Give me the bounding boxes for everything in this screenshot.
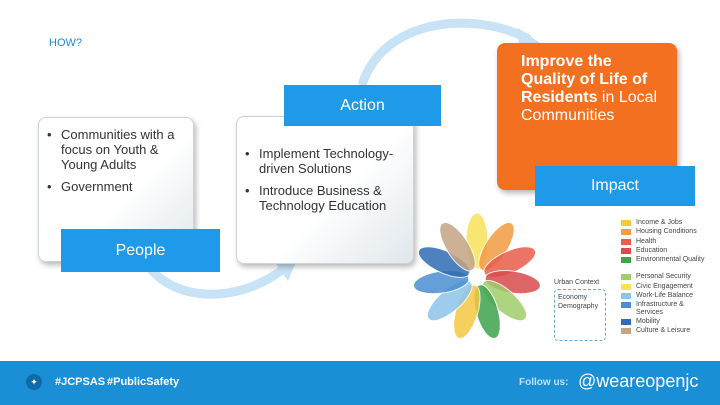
legend-item: Mobility bbox=[621, 318, 708, 328]
legend-label: Culture & Leisure bbox=[636, 327, 691, 335]
legend-label: Personal Security bbox=[636, 273, 691, 281]
impact-rest-text: in Local Communities bbox=[521, 89, 658, 124]
legend-item: Income & Jobs bbox=[621, 219, 708, 229]
legend-label: Income & Jobs bbox=[636, 219, 683, 226]
impact-bold-text: Improve the Quality of Life of Residents bbox=[521, 53, 648, 106]
arrow-action-to-impact bbox=[358, 18, 532, 87]
list-item: Implement Technology-driven Solutions bbox=[245, 146, 413, 176]
follow-us-label: Follow us: bbox=[519, 377, 569, 388]
legend-label: Mobility bbox=[636, 318, 660, 326]
legend-item: Civic Engagement bbox=[621, 283, 708, 293]
urban-context-item: Demography bbox=[558, 303, 599, 310]
legend-swatch bbox=[621, 328, 631, 335]
legend-label: Civic Engagement bbox=[636, 282, 693, 290]
legend-swatch bbox=[621, 274, 631, 281]
action-card: Implement Technology-driven Solutions In… bbox=[236, 116, 414, 264]
people-label: People bbox=[61, 229, 220, 272]
legend-label: Housing Conditions bbox=[636, 228, 697, 236]
legend-item: Environmental Quality bbox=[621, 256, 708, 266]
arrow-people-to-action bbox=[145, 263, 287, 299]
better-life-index-flower bbox=[413, 212, 541, 340]
action-list: Implement Technology-driven Solutions In… bbox=[237, 146, 413, 213]
legend-item: Education bbox=[621, 247, 708, 257]
list-item: Government bbox=[47, 179, 193, 194]
legend-swatch bbox=[621, 283, 631, 290]
action-label: Action bbox=[284, 85, 441, 126]
twitter-handle[interactable]: @weareopenjc bbox=[578, 371, 699, 391]
legend-swatch bbox=[621, 247, 631, 254]
footer-bar bbox=[0, 361, 720, 405]
legend-item: Infrastructure & Services bbox=[621, 301, 708, 316]
urban-context-box: Economy Demography bbox=[554, 289, 606, 341]
legend-swatch bbox=[621, 238, 631, 245]
people-list: Communities with a focus on Youth & Youn… bbox=[39, 127, 193, 194]
urban-context-item: Economy bbox=[558, 294, 588, 301]
legend-swatch bbox=[621, 229, 631, 236]
legend-label: Environmental Quality bbox=[636, 256, 705, 264]
legend-label: Health bbox=[636, 237, 657, 245]
legend-swatch bbox=[621, 302, 631, 309]
arrow-head-people-to-action bbox=[275, 262, 296, 281]
list-item: Communities with a focus on Youth & Youn… bbox=[47, 127, 193, 172]
legend-label: Education bbox=[636, 246, 668, 254]
impact-item: Improve the Quality of Life of Residents… bbox=[521, 53, 669, 125]
how-heading: HOW? bbox=[49, 37, 82, 49]
legend-item: Culture & Leisure bbox=[621, 327, 708, 337]
legend-label: Work-Life Balance bbox=[636, 291, 694, 299]
legend-swatch bbox=[621, 292, 631, 299]
legend-swatch bbox=[621, 319, 631, 326]
list-item: Introduce Business & Technology Educatio… bbox=[245, 183, 413, 213]
twitter-bird-icon[interactable]: ✦ bbox=[26, 374, 42, 390]
legend-item: Health bbox=[621, 238, 708, 248]
legend-item: Work-Life Balance bbox=[621, 292, 708, 302]
legend-swatch bbox=[621, 257, 631, 264]
urban-context-title: Urban Context bbox=[554, 279, 600, 286]
legend-label: Infrastructure & Services bbox=[636, 301, 684, 317]
hashtag-jcpsas: #JCPSAS bbox=[55, 376, 106, 388]
hashtag-publicsafety: #PublicSafety bbox=[107, 376, 180, 388]
legend-swatch bbox=[621, 220, 631, 226]
impact-card: Improve the Quality of Life of Residents… bbox=[497, 43, 677, 190]
impact-label: Impact bbox=[535, 166, 695, 206]
flower-center bbox=[468, 268, 486, 286]
legend-item: Housing Conditions bbox=[621, 228, 708, 238]
legend-item: Personal Security bbox=[621, 273, 708, 283]
